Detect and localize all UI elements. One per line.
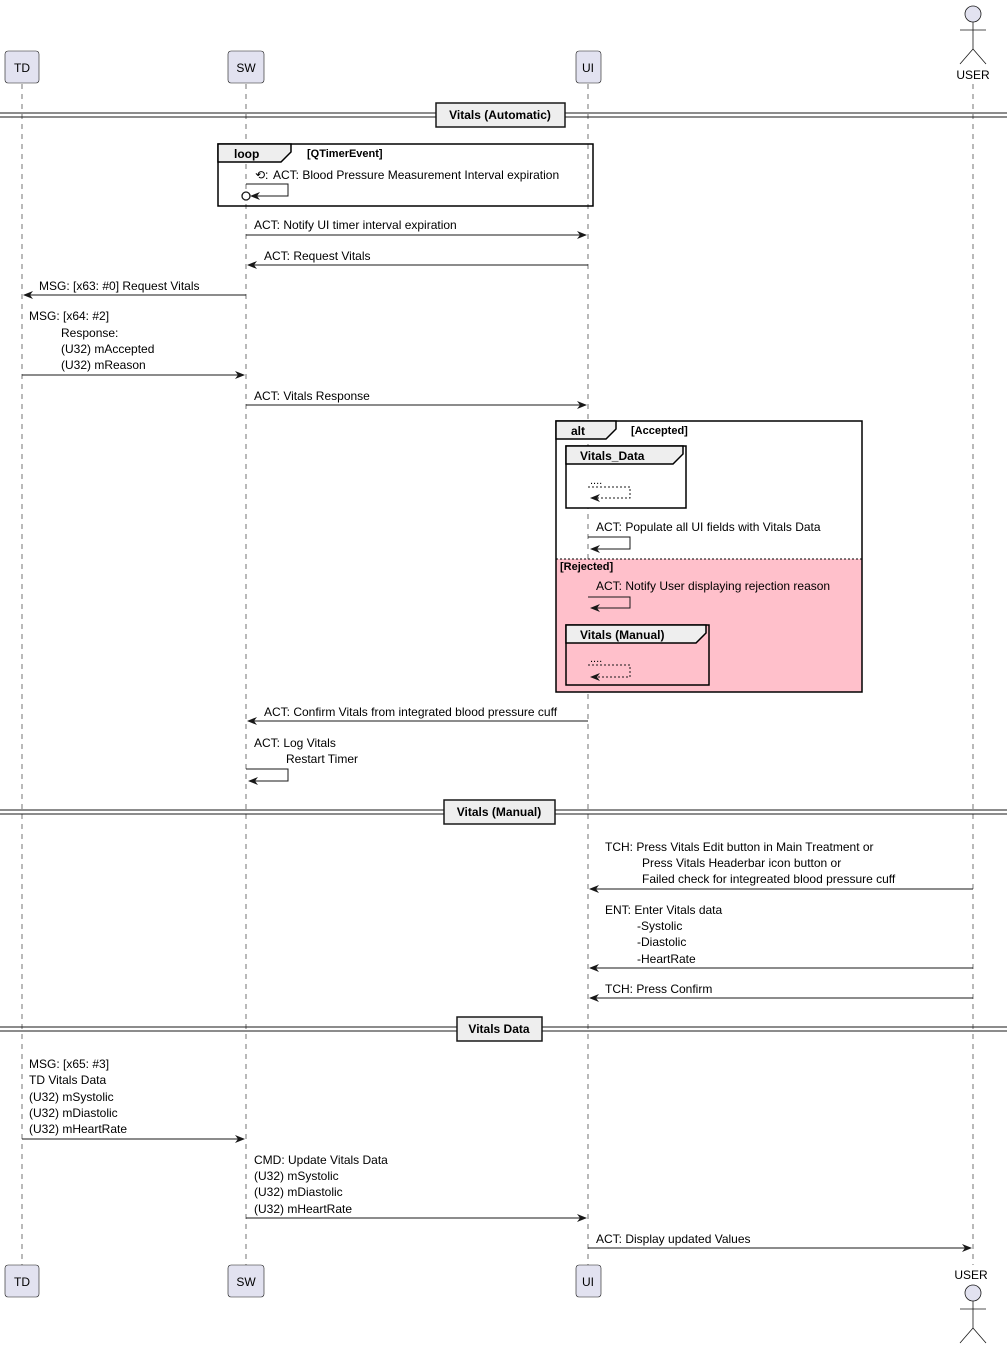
loop-condition: [QTimerEvent] bbox=[307, 148, 383, 160]
message-label: ACT: Notify User displaying rejection re… bbox=[596, 579, 830, 593]
message-display-values: ACT: Display updated Values bbox=[588, 1232, 972, 1252]
ref-vitals-data: Vitals_Data .... bbox=[565, 445, 687, 509]
actor-icon bbox=[959, 1284, 987, 1344]
alt-keyword: alt bbox=[571, 424, 585, 438]
message-label: ACT: Display updated Values bbox=[596, 1232, 751, 1246]
message-label: ACT: Request Vitals bbox=[264, 249, 371, 263]
message-label-line: ENT: Enter Vitals data bbox=[605, 903, 722, 917]
message-label-line: MSG: [x65: #3] bbox=[29, 1057, 109, 1071]
message-enter-vitals: ENT: Enter Vitals data -Systolic -Diasto… bbox=[589, 903, 973, 972]
participants-top: TD SW UI USER bbox=[4, 5, 990, 84]
message-label-line: -Systolic bbox=[637, 919, 682, 933]
participant-td-bottom: TD bbox=[4, 1264, 40, 1298]
participant-td: TD bbox=[4, 50, 40, 84]
message-label-line: -HeartRate bbox=[637, 952, 696, 966]
ref-vitals-manual-label: Vitals (Manual) bbox=[580, 628, 664, 642]
message-request-vitals: ACT: Request Vitals bbox=[247, 249, 588, 269]
message-label-line: (U32) mSystolic bbox=[29, 1090, 114, 1104]
participant-sw-label: SW bbox=[236, 61, 256, 75]
loop-message-icon: ⟲: bbox=[255, 168, 268, 182]
participant-ui-bottom: UI bbox=[575, 1264, 602, 1298]
message-label-line: TCH: Press Vitals Edit button in Main Tr… bbox=[605, 840, 874, 854]
message-label-line: Press Vitals Headerbar icon button or bbox=[642, 856, 841, 870]
message-label-line: (U32) mAccepted bbox=[61, 342, 154, 356]
divider-manual: Vitals (Manual) bbox=[0, 799, 1007, 825]
alt-condition-accepted: [Accepted] bbox=[631, 425, 688, 437]
divider-automatic-label: Vitals (Automatic) bbox=[449, 108, 551, 122]
message-label-line: Restart Timer bbox=[286, 752, 358, 766]
loop-fragment: loop [QTimerEvent] ⟲: ACT: Blood Pressur… bbox=[217, 143, 594, 207]
message-label-line: Response: bbox=[61, 326, 118, 340]
ref-vitals-data-label: Vitals_Data bbox=[580, 449, 645, 463]
message-label-line: (U32) mDiastolic bbox=[254, 1185, 343, 1199]
ref-vitals-manual: Vitals (Manual) .... bbox=[565, 624, 710, 686]
message-label: MSG: [x63: #0] Request Vitals bbox=[39, 279, 200, 293]
participant-sw-bottom: SW bbox=[227, 1264, 265, 1298]
message-label-line: TD Vitals Data bbox=[29, 1073, 106, 1087]
message-td-request: MSG: [x63: #0] Request Vitals bbox=[23, 279, 246, 299]
message-label-line: (U32) mHeartRate bbox=[29, 1122, 127, 1136]
message-label: ACT: Confirm Vitals from integrated bloo… bbox=[264, 705, 558, 719]
message-press-edit: TCH: Press Vitals Edit button in Main Tr… bbox=[589, 840, 973, 893]
divider-automatic: Vitals (Automatic) bbox=[0, 102, 1007, 128]
message-td-response: MSG: [x64: #2] Response: (U32) mAccepted… bbox=[22, 309, 245, 379]
message-label-line: MSG: [x64: #2] bbox=[29, 309, 109, 323]
message-log-vitals: ACT: Log Vitals Restart Timer bbox=[246, 736, 358, 785]
alt-condition-rejected: [Rejected] bbox=[560, 561, 614, 573]
message-vitals-response: ACT: Vitals Response bbox=[246, 389, 587, 409]
participant-user-label: USER bbox=[956, 68, 990, 82]
participant-user-bottom-label: USER bbox=[954, 1268, 988, 1282]
message-label-line: ACT: Log Vitals bbox=[254, 736, 336, 750]
loop-keyword: loop bbox=[234, 147, 259, 161]
message-populate-fields: ACT: Populate all UI fields with Vitals … bbox=[588, 520, 821, 553]
participants-bottom: TD SW UI USER bbox=[4, 1264, 988, 1344]
message-notify-ui: ACT: Notify UI timer interval expiration bbox=[246, 218, 587, 239]
participant-sw: SW bbox=[227, 50, 265, 84]
actor-user-top: USER bbox=[956, 5, 990, 82]
participant-td-label: TD bbox=[14, 61, 30, 75]
message-notify-user: ACT: Notify User displaying rejection re… bbox=[588, 579, 830, 612]
divider-data: Vitals Data bbox=[0, 1016, 1007, 1042]
actor-user-bottom: USER bbox=[954, 1268, 988, 1344]
message-label-line: (U32) mSystolic bbox=[254, 1169, 339, 1183]
message-label: ACT: Populate all UI fields with Vitals … bbox=[596, 520, 821, 534]
message-label: TCH: Press Confirm bbox=[605, 982, 712, 996]
message-label-line: CMD: Update Vitals Data bbox=[254, 1153, 388, 1167]
loop-message: ACT: Blood Pressure Measurement Interval… bbox=[273, 168, 559, 182]
participant-td-bottom-label: TD bbox=[14, 1275, 30, 1289]
participant-sw-bottom-label: SW bbox=[236, 1275, 256, 1289]
message-label-line: -Diastolic bbox=[637, 935, 686, 949]
message-label: ACT: Vitals Response bbox=[254, 389, 370, 403]
message-label-line: Failed check for integreated blood press… bbox=[642, 872, 896, 886]
message-label: ACT: Notify UI timer interval expiration bbox=[254, 218, 457, 232]
message-label-line: (U32) mDiastolic bbox=[29, 1106, 118, 1120]
divider-manual-label: Vitals (Manual) bbox=[457, 805, 541, 819]
participant-ui: UI bbox=[575, 50, 602, 84]
participant-ui-bottom-label: UI bbox=[582, 1275, 594, 1289]
divider-data-label: Vitals Data bbox=[468, 1022, 529, 1036]
alt-fragment: alt [Accepted] [Rejected] Vitals_Data ..… bbox=[555, 420, 863, 693]
message-press-confirm: TCH: Press Confirm bbox=[589, 982, 973, 1002]
message-update-vitals: CMD: Update Vitals Data (U32) mSystolic … bbox=[246, 1153, 587, 1222]
actor-icon bbox=[959, 5, 987, 65]
participant-ui-label: UI bbox=[582, 61, 594, 75]
ref-ellipsis: .... bbox=[590, 475, 602, 487]
message-confirm-vitals: ACT: Confirm Vitals from integrated bloo… bbox=[247, 705, 588, 725]
message-label-line: (U32) mReason bbox=[61, 358, 146, 372]
message-label-line: (U32) mHeartRate bbox=[254, 1202, 352, 1216]
ref-ellipsis: .... bbox=[590, 653, 602, 665]
message-td-vitals-data: MSG: [x65: #3] TD Vitals Data (U32) mSys… bbox=[22, 1057, 245, 1143]
